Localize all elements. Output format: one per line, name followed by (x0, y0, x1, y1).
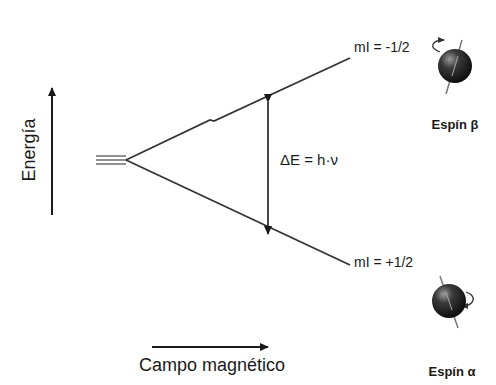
axis-label: Campo magnético (139, 356, 285, 376)
energy-gap-label: ΔE = h·ν (280, 152, 338, 169)
energy-gap-arrow (267, 102, 269, 234)
upper-level (126, 58, 350, 160)
spin-beta-sphere (433, 40, 472, 94)
field-axis (152, 346, 268, 348)
spin-label: Espín α (429, 365, 476, 379)
spin-label: Espín β (432, 118, 479, 132)
level-label: mI = -1/2 (354, 40, 410, 55)
axis-label: Energía (20, 118, 40, 181)
degenerate-level (96, 156, 126, 164)
spin-alpha-sphere (432, 276, 473, 328)
lower-level (126, 160, 350, 265)
energy-axis (51, 88, 53, 215)
level-label: mI = +1/2 (354, 255, 413, 270)
